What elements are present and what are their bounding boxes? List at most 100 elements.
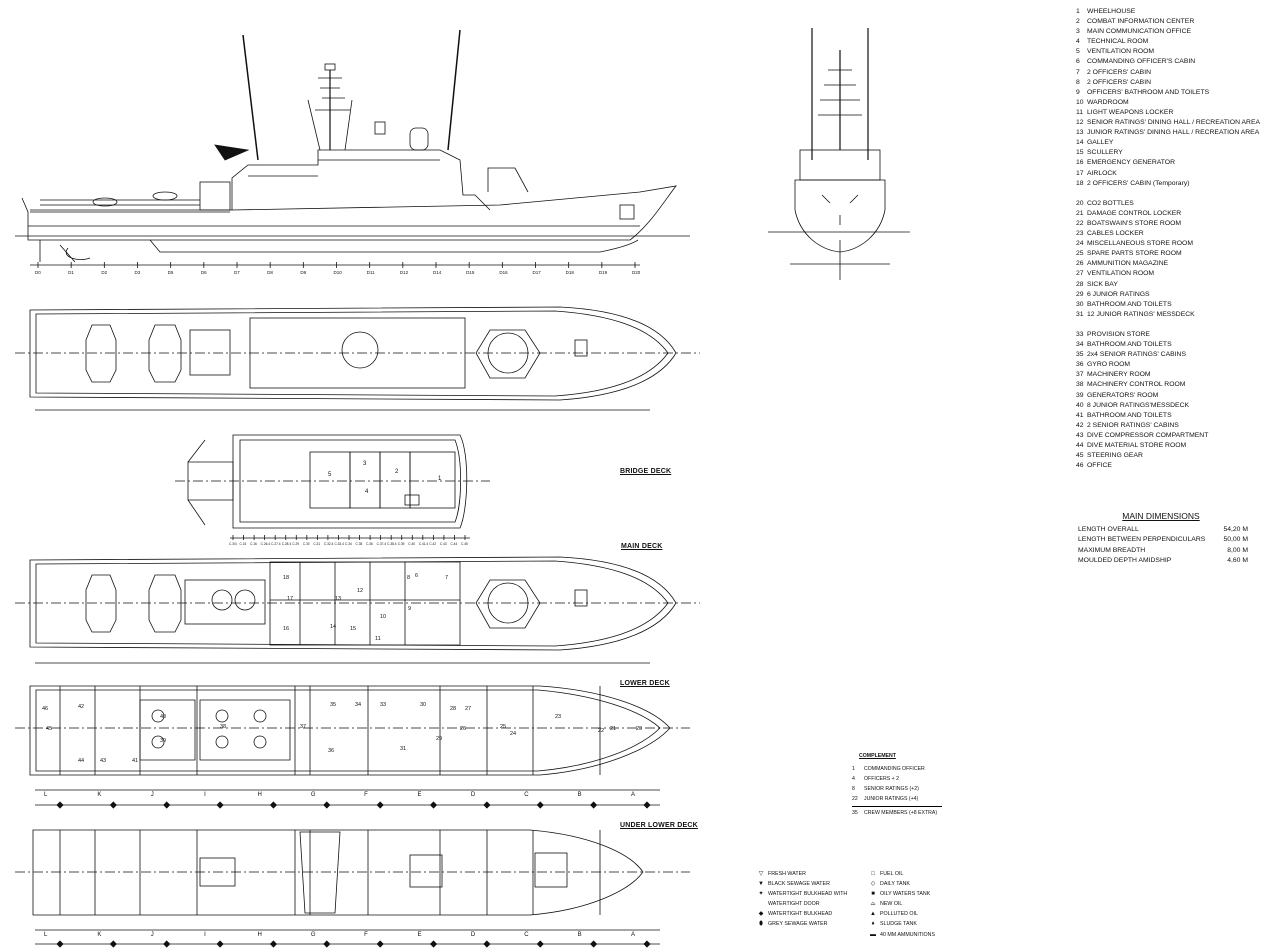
legend-number: 46 xyxy=(1076,462,1084,470)
legend-label: OFFICERS' BATHROOM AND TOILETS xyxy=(1087,88,1210,96)
bridge-frame-label: C.40 xyxy=(408,542,415,546)
legend-label: TECHNICAL ROOM xyxy=(1087,38,1149,46)
station-letter: C xyxy=(524,792,529,798)
lower-deck-room-number: 38 xyxy=(220,724,226,730)
symbol-icon: ⌓ xyxy=(870,901,876,908)
complement-title: COMPLEMENT xyxy=(859,753,896,759)
lower-deck-room-number: 37 xyxy=(300,724,306,730)
legend-label: AIRLOCK xyxy=(1087,169,1117,177)
lower-deck-room-number: 22 xyxy=(598,728,604,734)
legend-label: GENERATORS' ROOM xyxy=(1087,391,1159,399)
bridge-frame-label: C.28.4 xyxy=(282,542,292,546)
lower-deck-room-number: 21 xyxy=(610,726,616,732)
station-letter: H xyxy=(257,792,261,798)
profile-frame-label: D1 xyxy=(68,270,74,275)
station-letter: L xyxy=(44,932,48,938)
bridge-frame-label: C.38.4 xyxy=(387,542,397,546)
legend-number: 3 xyxy=(1076,28,1080,36)
lower-deck-room-number: 24 xyxy=(510,731,516,737)
legend-number: 35 xyxy=(1076,351,1084,359)
station-letter: E xyxy=(418,792,422,798)
legend-label: EMERGENCY GENERATOR xyxy=(1087,159,1175,167)
symbol-icon: □ xyxy=(871,871,875,877)
lower-deck-room-number: 36 xyxy=(328,748,334,754)
symbol-icon: ▽ xyxy=(758,871,764,877)
main-deck-room-number: 14 xyxy=(330,624,336,630)
symbol-key-row: ⬮GREY SEWAGE WATER xyxy=(754,919,847,929)
symbol-label: GREY SEWAGE WATER xyxy=(768,921,828,928)
symbol-key-row: ♦SLUDGE TANK xyxy=(866,919,935,929)
under-lower-deck-plan xyxy=(15,829,690,948)
station-letter: I xyxy=(204,792,206,798)
bridge-deck-room-number: 1 xyxy=(438,476,442,482)
main-deck-plan xyxy=(15,556,700,664)
profile-frame-label: D2 xyxy=(101,270,107,275)
upper-deck-plan xyxy=(15,306,700,411)
legend-label: 2x4 SENIOR RATINGS' CABINS xyxy=(1087,351,1186,359)
legend-number: 22 xyxy=(1076,219,1084,227)
bridge-frame-label: C.39 xyxy=(398,542,405,546)
legend-label: DAMAGE CONTROL LOCKER xyxy=(1087,209,1182,217)
legend-label: AMMUNITION MAGAZINE xyxy=(1087,260,1169,268)
legend-label: MACHINERY ROOM xyxy=(1087,371,1151,379)
legend-number: 21 xyxy=(1076,209,1084,217)
legend-number: 18 xyxy=(1076,179,1084,187)
dimension-label: LENGTH BETWEEN PERPENDICULARS xyxy=(1078,536,1206,544)
legend-number: 40 xyxy=(1076,401,1084,409)
main-dimensions-title: MAIN DIMENSIONS xyxy=(1122,511,1200,521)
legend-number: 28 xyxy=(1076,280,1084,288)
legend-number: 43 xyxy=(1076,431,1084,439)
station-letter: H xyxy=(257,932,261,938)
bridge-deck-plan xyxy=(175,434,490,540)
symbol-key-row: ⌓NEW OIL xyxy=(866,899,935,909)
legend-number: 8 xyxy=(1076,78,1080,86)
station-letter: J xyxy=(151,932,154,938)
main-deck-room-number: 11 xyxy=(375,636,381,642)
lower-deck-plan xyxy=(15,685,690,809)
station-letter: C xyxy=(524,932,529,938)
dimension-value: 50,00 M xyxy=(1223,536,1248,544)
legend-number: 36 xyxy=(1076,361,1084,369)
station-letter: D xyxy=(471,792,476,798)
main-deck-label: MAIN DECK xyxy=(621,543,663,550)
symbol-icon: ♦ xyxy=(871,921,875,928)
lower-deck-room-number: 35 xyxy=(330,702,336,708)
legend-label: 2 OFFICERS' CABIN xyxy=(1087,68,1151,76)
profile-frame-label: D6 xyxy=(201,270,207,275)
symbol-label: WATERTIGHT BULKHEAD xyxy=(768,911,833,918)
legend-label: SENIOR RATINGS' DINING HALL / RECREATION… xyxy=(1087,119,1261,127)
bridge-frame-label: C.32.4 xyxy=(324,542,334,546)
main-deck-room-number: 10 xyxy=(380,614,386,620)
legend-number: 9 xyxy=(1076,88,1080,96)
symbol-label: BLACK SEWAGE WATER xyxy=(768,881,830,888)
bridge-frame-label: C.33.4 xyxy=(334,542,344,546)
legend-label: BATHROOM AND TOILETS xyxy=(1087,341,1172,349)
legend-label: CO2 BOTTLES xyxy=(1087,199,1134,207)
symbol-label: WATERTIGHT DOOR xyxy=(768,901,820,908)
dimension-value: 4,60 M xyxy=(1227,556,1248,564)
station-letter: K xyxy=(97,932,101,938)
profile-frame-label: D14 xyxy=(433,270,442,275)
lower-deck-room-number: 33 xyxy=(380,702,386,708)
